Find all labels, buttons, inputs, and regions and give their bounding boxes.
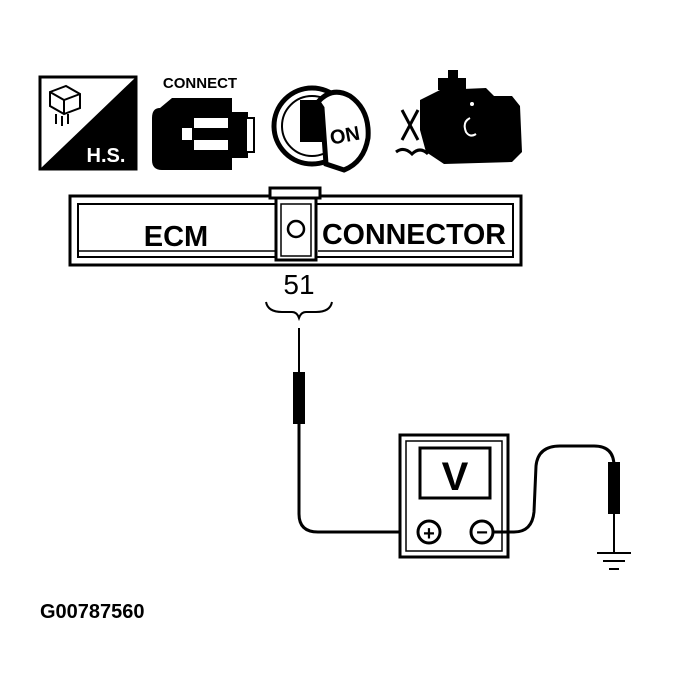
negative-probe-tip <box>608 462 620 514</box>
engine-off-icon <box>395 70 522 164</box>
ignition-on-icon: ON <box>271 85 371 173</box>
terminal-brace <box>265 301 333 322</box>
positive-terminal-icon: + <box>416 519 442 545</box>
ecm-label: ECM <box>144 221 208 253</box>
cross-mark-icon <box>395 109 430 157</box>
meter-mode-label: V <box>442 455 469 499</box>
meter-display <box>418 446 492 500</box>
harness-side-icon: H.S. <box>38 75 138 171</box>
terminal-callout: 51 <box>265 269 333 322</box>
voltmeter: V + − <box>398 433 510 559</box>
positive-test-lead <box>293 328 412 534</box>
positive-probe-tip <box>293 372 305 424</box>
hs-label: H.S. <box>87 145 126 167</box>
negative-test-lead <box>493 444 620 552</box>
ignition-on-label: ON <box>328 123 361 150</box>
ground-icon <box>597 552 631 570</box>
connect-plug-icon: CONNECT <box>152 75 255 170</box>
connect-label: CONNECT <box>163 75 237 92</box>
negative-terminal-icon: − <box>469 519 495 545</box>
connector-sketch-icon <box>49 84 81 126</box>
connector-label: CONNECTOR <box>322 219 506 251</box>
figure-id: G00787560 <box>40 601 145 623</box>
ecm-connector: ECM CONNECTOR <box>68 186 523 267</box>
positive-symbol: + <box>423 523 435 545</box>
terminal-number: 51 <box>283 269 314 300</box>
negative-symbol: − <box>476 522 488 544</box>
terminal-51-cavity <box>274 196 318 262</box>
